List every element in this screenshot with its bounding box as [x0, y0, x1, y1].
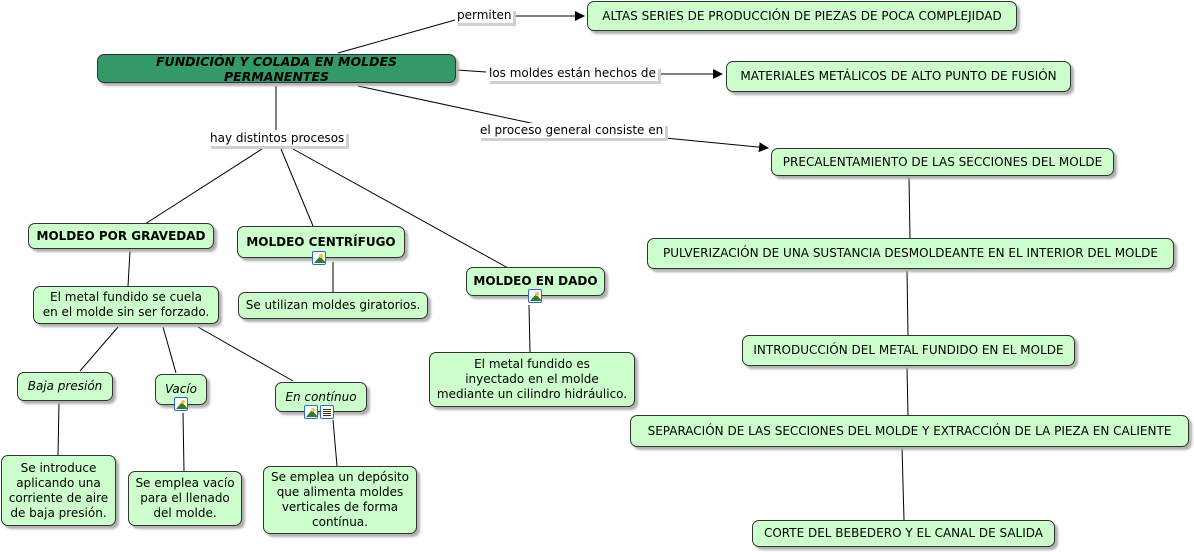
- step-pulverizacion[interactable]: PULVERIZACIÓN DE UNA SUSTANCIA DESMOLDEA…: [647, 238, 1174, 269]
- line-step4-step5: [901, 446, 905, 521]
- image-resource-icon[interactable]: [304, 405, 318, 419]
- line-gravedad-baja: [79, 326, 119, 372]
- line-continuo-desc: [332, 419, 338, 467]
- concept-dado-desc[interactable]: El metal fundido es inyectado en el mold…: [429, 352, 635, 407]
- step-label: CORTE DEL BEBEDERO Y EL CANAL DE SALIDA: [763, 526, 1044, 540]
- line-root-proceso: [357, 85, 541, 126]
- line-step2-step3: [906, 269, 909, 336]
- concept-gravedad-desc[interactable]: El metal fundido se cuela en el molde si…: [33, 286, 219, 324]
- concept-baja-presion-desc[interactable]: Se introduce aplicando una corriente de …: [1, 455, 116, 526]
- concept-centrifugo-desc[interactable]: Se utilizan moldes giratorios.: [238, 292, 428, 319]
- line-gravedad-vacio: [162, 326, 177, 374]
- document-resource-icon[interactable]: [320, 405, 334, 419]
- line-baja-desc: [57, 401, 60, 456]
- dado-resources: [528, 289, 542, 303]
- concept-vacio[interactable]: Vacío: [155, 374, 207, 405]
- line-step1-step2: [908, 176, 911, 239]
- image-resource-icon[interactable]: [312, 251, 326, 265]
- concept-moldeo-centrifugo-label: MOLDEO CENTRÍFUGO: [246, 234, 396, 249]
- continuo-resources: [304, 405, 334, 419]
- concept-dado-desc-label: El metal fundido es inyectado en el mold…: [436, 357, 628, 401]
- root-concept-label: FUNDICIÓN Y COLADA EN MOLDES PERMANENTES: [156, 53, 397, 84]
- concept-altas-series[interactable]: ALTAS SERIES DE PRODUCCIÓN DE PIEZAS DE …: [587, 1, 1017, 31]
- link-label-permiten[interactable]: permiten: [455, 8, 514, 23]
- image-resource-icon[interactable]: [528, 289, 542, 303]
- link-label-hechos[interactable]: los moldes están hechos de: [487, 66, 658, 81]
- line-procesos-dado: [292, 148, 509, 269]
- line-proceso-pre: [664, 137, 769, 153]
- concept-baja-presion[interactable]: Baja presión: [17, 372, 113, 401]
- concept-vacio-label: Vacío: [164, 382, 198, 396]
- concept-centrifugo-desc-label: Se utilizan moldes giratorios.: [245, 298, 421, 312]
- centrifugo-resources: [312, 251, 326, 265]
- concept-en-continuo-label: En contínuo: [285, 389, 357, 404]
- step-corte[interactable]: CORTE DEL BEBEDERO Y EL CANAL DE SALIDA: [752, 520, 1055, 547]
- root-concept[interactable]: FUNDICIÓN Y COLADA EN MOLDES PERMANENTES: [97, 53, 456, 84]
- line-gravedad-continuo: [197, 326, 294, 382]
- concept-vacio-desc-label: Se emplea vacío para el llenado del mold…: [135, 476, 235, 520]
- line-procesos-centrifugo: [280, 148, 314, 227]
- step-introduccion[interactable]: INTRODUCCIÓN DEL METAL FUNDIDO EN EL MOL…: [742, 335, 1075, 366]
- step-label: PULVERIZACIÓN DE UNA SUSTANCIA DESMOLDEA…: [662, 246, 1159, 260]
- concept-moldeo-gravedad-label: MOLDEO POR GRAVEDAD: [36, 228, 206, 243]
- concept-continuo-desc[interactable]: Se emplea un depósito que alimenta molde…: [263, 466, 417, 534]
- step-label: PRECALENTAMIENTO DE LAS SECCIONES DEL MO…: [782, 154, 1103, 169]
- concept-baja-presion-desc-label: Se introduce aplicando una corriente de …: [8, 460, 109, 520]
- concept-moldeo-dado-label: MOLDEO EN DADO: [473, 274, 598, 288]
- line-step3-step4: [906, 366, 909, 416]
- concept-gravedad-desc-label: El metal fundido se cuela en el molde si…: [42, 290, 210, 319]
- concept-baja-presion-label: Baja presión: [27, 379, 103, 393]
- concept-altas-series-label: ALTAS SERIES DE PRODUCCIÓN DE PIEZAS DE …: [602, 8, 1002, 23]
- step-separacion[interactable]: SEPARACIÓN DE LAS SECCIONES DEL MOLDE Y …: [630, 415, 1189, 447]
- step-precalentamiento[interactable]: PRECALENTAMIENTO DE LAS SECCIONES DEL MO…: [771, 148, 1114, 176]
- line-dado-desc: [528, 304, 531, 353]
- step-label: SEPARACIÓN DE LAS SECCIONES DEL MOLDE Y …: [647, 423, 1172, 438]
- line-procesos-gravedad: [144, 148, 263, 225]
- line-root-permiten: [337, 19, 456, 54]
- link-label-procesos[interactable]: hay distintos procesos: [208, 131, 347, 146]
- concept-continuo-desc-label: Se emplea un depósito que alimenta molde…: [270, 470, 409, 529]
- vacio-resources: [174, 397, 188, 411]
- link-label-proceso[interactable]: el proceso general consiste en: [478, 123, 666, 138]
- concept-moldeo-gravedad[interactable]: MOLDEO POR GRAVEDAD: [28, 223, 214, 249]
- line-vacio-desc: [182, 412, 185, 472]
- image-resource-icon[interactable]: [174, 397, 188, 411]
- step-label: INTRODUCCIÓN DEL METAL FUNDIDO EN EL MOL…: [753, 343, 1064, 357]
- concept-materiales[interactable]: MATERIALES METÁLICOS DE ALTO PUNTO DE FU…: [726, 61, 1071, 92]
- concept-vacio-desc[interactable]: Se emplea vacío para el llenado del mold…: [128, 471, 242, 526]
- line-root-hechos: [456, 69, 487, 73]
- concept-materiales-label: MATERIALES METÁLICOS DE ALTO PUNTO DE FU…: [740, 69, 1057, 83]
- line-gravedad-desc: [127, 250, 131, 287]
